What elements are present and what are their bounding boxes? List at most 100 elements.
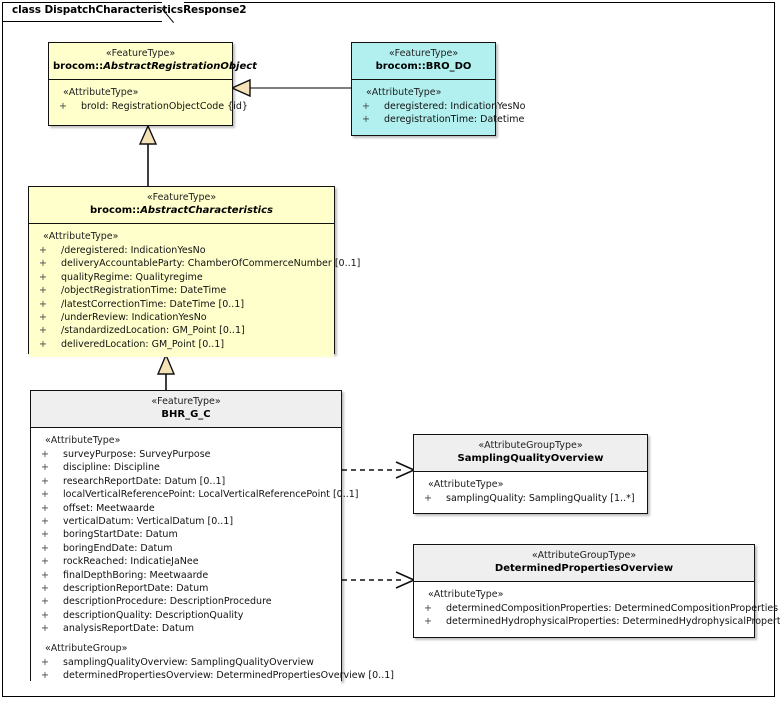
attribute-visibility: +: [39, 271, 47, 283]
attribute-visibility: +: [41, 556, 49, 568]
class-stereotype: «AttributeGroupType»: [478, 440, 583, 451]
attribute-visibility: +: [41, 656, 49, 668]
attribute-visibility: +: [41, 569, 49, 581]
attribute-row: +discipline: Discipline: [35, 461, 337, 474]
attribute-row: + samplingQualityOverview: SamplingQualit…: [35, 656, 337, 669]
attribute-row: +localVerticalReferencePoint: LocalVerti…: [35, 488, 359, 501]
attribute-visibility: +: [424, 603, 432, 614]
attribute-text: determinedCompositionProperties: Determi…: [446, 603, 779, 614]
attribute-text: discipline: Discipline: [63, 462, 160, 474]
attribute-row: +determinedPropertiesOverview: Determine…: [35, 669, 394, 682]
attribute-visibility: +: [41, 583, 49, 595]
attribute-text: finalDepthBoring: Meetwaarde: [63, 569, 209, 581]
attribute-text: verticalDatum: VerticalDatum [0..1]: [63, 516, 234, 528]
attribute-visibility: +: [39, 312, 47, 324]
class-abstract-characteristics[interactable]: «FeatureType» brocom::AbstractCharacteri…: [28, 186, 360, 358]
class-header-bro-do: «FeatureType» brocom::BRO_DO: [352, 43, 495, 80]
attribute-row: + finalDepthBoring: Meetwaarde: [35, 569, 337, 582]
attribute-text: descriptionReportDate: Datum: [63, 583, 209, 595]
attribute-row: +boringEndDate: Datum: [35, 542, 337, 555]
attribute-text: deregistrationTime: Datetime: [384, 114, 525, 126]
attribute-visibility: +: [362, 114, 370, 126]
class-namespace: brocom::: [53, 61, 104, 72]
attribute-visibility: +: [39, 298, 47, 310]
attribute-visibility: +: [41, 502, 49, 514]
attribute-visibility: +: [39, 325, 47, 337]
attribute-text: descriptionProcedure: DescriptionProcedu…: [63, 596, 272, 608]
class-simple-name: BRO_DO: [425, 61, 472, 72]
attribute-visibility: +: [39, 338, 47, 350]
attribute-text: samplingQuality: SamplingQuality [1..*]: [446, 493, 635, 504]
attribute-group-label: «AttributeType»: [45, 435, 121, 446]
attribute-group-label: «AttributeType»: [428, 589, 504, 600]
attribute-group-label: «AttributeType»: [366, 87, 442, 98]
attribute-text: boringStartDate: Datum: [63, 529, 178, 541]
class-header-sampling-quality-overview: «AttributeGroupType» SamplingQualityOver…: [414, 435, 647, 472]
attribute-row: + verticalDatum: VerticalDatum [0..1]: [35, 515, 337, 528]
attribute-row: + rockReached: IndicatieJaNee: [35, 555, 337, 568]
attribute-text: /latestCorrectionTime: DateTime [0..1]: [61, 298, 245, 310]
class-stereotype: «FeatureType»: [151, 396, 221, 407]
class-body-abstract-characteristics: «AttributeType» +/deregistered: Indicati…: [29, 224, 360, 358]
class-stereotype: «FeatureType»: [105, 48, 176, 59]
class-stereotype: «FeatureType»: [146, 192, 217, 203]
attribute-group-label: «AttributeType»: [63, 87, 139, 98]
attribute-visibility: +: [39, 285, 47, 297]
class-body-bro-do: «AttributeType» +deregistered: Indicatio…: [352, 80, 525, 133]
attribute-row: +/deregistered: IndicationYesNo: [33, 244, 330, 257]
attribute-text: /underReview: IndicationYesNo: [61, 312, 207, 324]
attribute-text: surveyPurpose: SurveyPurpose: [63, 449, 211, 460]
attribute-visibility: +: [41, 542, 49, 554]
attribute-visibility: +: [59, 101, 67, 112]
attribute-row: + deliveredLocation: GM_Point [0..1]: [33, 338, 330, 351]
attribute-visibility: +: [41, 516, 49, 528]
attribute-group-label-2: «AttributeGroup»: [45, 642, 128, 654]
class-simple-name: AbstractRegistrationObject: [103, 61, 257, 72]
class-abstract-registration-object[interactable]: «FeatureType» brocom::AbstractRegistrati…: [48, 42, 257, 126]
attribute-row: + determinedCompositionProperties: Determ…: [418, 602, 778, 615]
class-sampling-quality-overview[interactable]: «AttributeGroupType» SamplingQualityOver…: [413, 434, 648, 514]
attribute-row: + deregistrationTime: Datetime: [356, 113, 524, 126]
attribute-text: samplingQualityOverview: SamplingQuality…: [63, 656, 314, 668]
class-simple-name: AbstractCharacteristics: [140, 205, 273, 216]
attribute-row: +surveyPurpose: SurveyPurpose: [35, 448, 337, 461]
attribute-row: +determinedHydrophysicalProperties: Dete…: [418, 615, 780, 628]
attribute-text: offset: Meetwaarde: [63, 502, 155, 514]
class-name-determined-properties-overview: DeterminedPropertiesOverview: [494, 563, 674, 574]
class-name-abstract-characteristics: brocom::AbstractCharacteristics: [33, 204, 330, 217]
class-name-bro-do: brocom::BRO_DO: [356, 60, 491, 73]
attribute-row: +boringStartDate: Datum: [35, 528, 337, 541]
attribute-row: +analysisReportDate: Datum: [35, 622, 337, 635]
attribute-group-label: «AttributeType»: [43, 231, 119, 242]
attribute-visibility: +: [39, 245, 47, 256]
attribute-text: rockReached: IndicatieJaNee: [63, 556, 199, 568]
class-body-abstract-registration-object: «AttributeType» + broId: RegistrationObje…: [49, 80, 248, 120]
diagram-frame-tab: [2, 2, 182, 22]
class-bro-do[interactable]: «FeatureType» brocom::BRO_DO «AttributeT…: [351, 42, 525, 136]
attribute-row: + qualityRegime: Qualityregime: [33, 271, 330, 284]
attribute-text: broId: RegistrationObjectCode {id}: [81, 101, 248, 112]
class-header-determined-properties-overview: «AttributeGroupType» DeterminedPropertie…: [414, 545, 754, 582]
attribute-visibility: +: [39, 258, 47, 270]
attribute-row: + /latestCorrectionTime: DateTime [0..1]: [33, 298, 330, 311]
attribute-row: +deliveryAccountableParty: ChamberOfComm…: [33, 257, 360, 270]
attribute-text: researchReportDate: Datum [0..1]: [63, 475, 226, 487]
attribute-visibility: +: [362, 101, 370, 112]
class-bhr-g-c[interactable]: «FeatureType» BHR_G_C «AttributeType» +s…: [30, 390, 394, 689]
attribute-text: /objectRegistrationTime: DateTime: [61, 285, 227, 297]
class-determined-properties-overview[interactable]: «AttributeGroupType» DeterminedPropertie…: [413, 544, 780, 638]
attribute-text: deliveredLocation: GM_Point [0..1]: [61, 338, 225, 350]
attribute-row: +researchReportDate: Datum [0..1]: [35, 475, 337, 488]
attribute-row: +descriptionQuality: DescriptionQuality: [35, 609, 337, 622]
attribute-visibility: +: [424, 493, 432, 504]
attribute-row: +descriptionProcedure: DescriptionProced…: [35, 595, 337, 608]
class-header-abstract-characteristics: «FeatureType» brocom::AbstractCharacteri…: [29, 187, 334, 224]
attribute-text: qualityRegime: Qualityregime: [61, 271, 203, 283]
diagram-frame-tab-corner: [162, 2, 184, 23]
attribute-text: determinedPropertiesOverview: Determined…: [63, 670, 394, 682]
attribute-row: + broId: RegistrationObjectCode {id}: [53, 100, 248, 113]
attribute-row: + /underReview: IndicationYesNo: [33, 311, 330, 324]
attribute-text: determinedHydrophysicalProperties: Deter…: [446, 616, 780, 628]
